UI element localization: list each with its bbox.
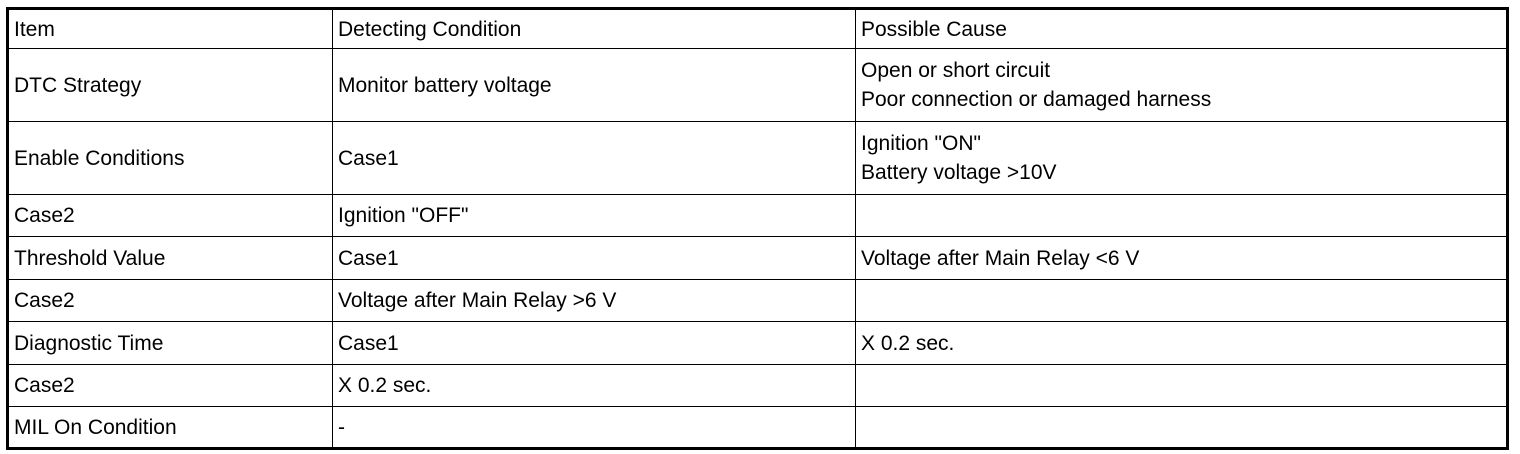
table-cell: Case2 bbox=[7, 194, 333, 237]
table-cell: DTC Strategy bbox=[7, 48, 333, 122]
table-cell: X 0.2 sec. bbox=[855, 321, 1508, 365]
table-cell: Threshold Value bbox=[7, 236, 333, 280]
table-cell: Monitor battery voltage bbox=[332, 48, 856, 122]
table-cell: Open or short circuit Poor connection or… bbox=[855, 48, 1508, 122]
table-row: Threshold Value Case1 Voltage after Main… bbox=[7, 236, 1508, 280]
table-row: Case2 Ignition "OFF" bbox=[7, 194, 1508, 237]
table-cell: Diagnostic Time bbox=[7, 321, 333, 365]
table-cell: - bbox=[332, 406, 856, 449]
table-cell: Case1 bbox=[332, 121, 856, 195]
table-row: Diagnostic Time Case1 X 0.2 sec. bbox=[7, 321, 1508, 365]
table-cell bbox=[855, 279, 1508, 322]
table-row: DTC Strategy Monitor battery voltage Ope… bbox=[7, 48, 1508, 122]
table-row: Enable Conditions Case1 Ignition "ON" Ba… bbox=[7, 121, 1508, 195]
table-cell: Enable Conditions bbox=[7, 121, 333, 195]
header-cell-detecting-condition: Detecting Condition bbox=[332, 8, 856, 49]
table-cell: X 0.2 sec. bbox=[332, 364, 856, 407]
dtc-table: Item Detecting Condition Possible Cause … bbox=[6, 7, 1509, 450]
table-row: Case2 Voltage after Main Relay >6 V bbox=[7, 279, 1508, 322]
table-cell: MIL On Condition bbox=[7, 406, 333, 449]
table-row: MIL On Condition - bbox=[7, 406, 1508, 449]
table-cell: Voltage after Main Relay <6 V bbox=[855, 236, 1508, 280]
table-cell bbox=[855, 406, 1508, 449]
table-cell bbox=[855, 194, 1508, 237]
header-cell-possible-cause: Possible Cause bbox=[855, 8, 1508, 49]
header-cell-item: Item bbox=[7, 8, 333, 49]
table-cell: Case2 bbox=[7, 364, 333, 407]
table-row: Case2 X 0.2 sec. bbox=[7, 364, 1508, 407]
table-cell: Ignition "OFF" bbox=[332, 194, 856, 237]
table-cell bbox=[855, 364, 1508, 407]
table-cell: Case1 bbox=[332, 236, 856, 280]
table-cell: Case1 bbox=[332, 321, 856, 365]
table-cell: Case2 bbox=[7, 279, 333, 322]
table-header-row: Item Detecting Condition Possible Cause bbox=[7, 8, 1508, 49]
table-cell: Ignition "ON" Battery voltage >10V bbox=[855, 121, 1508, 195]
table-cell: Voltage after Main Relay >6 V bbox=[332, 279, 856, 322]
